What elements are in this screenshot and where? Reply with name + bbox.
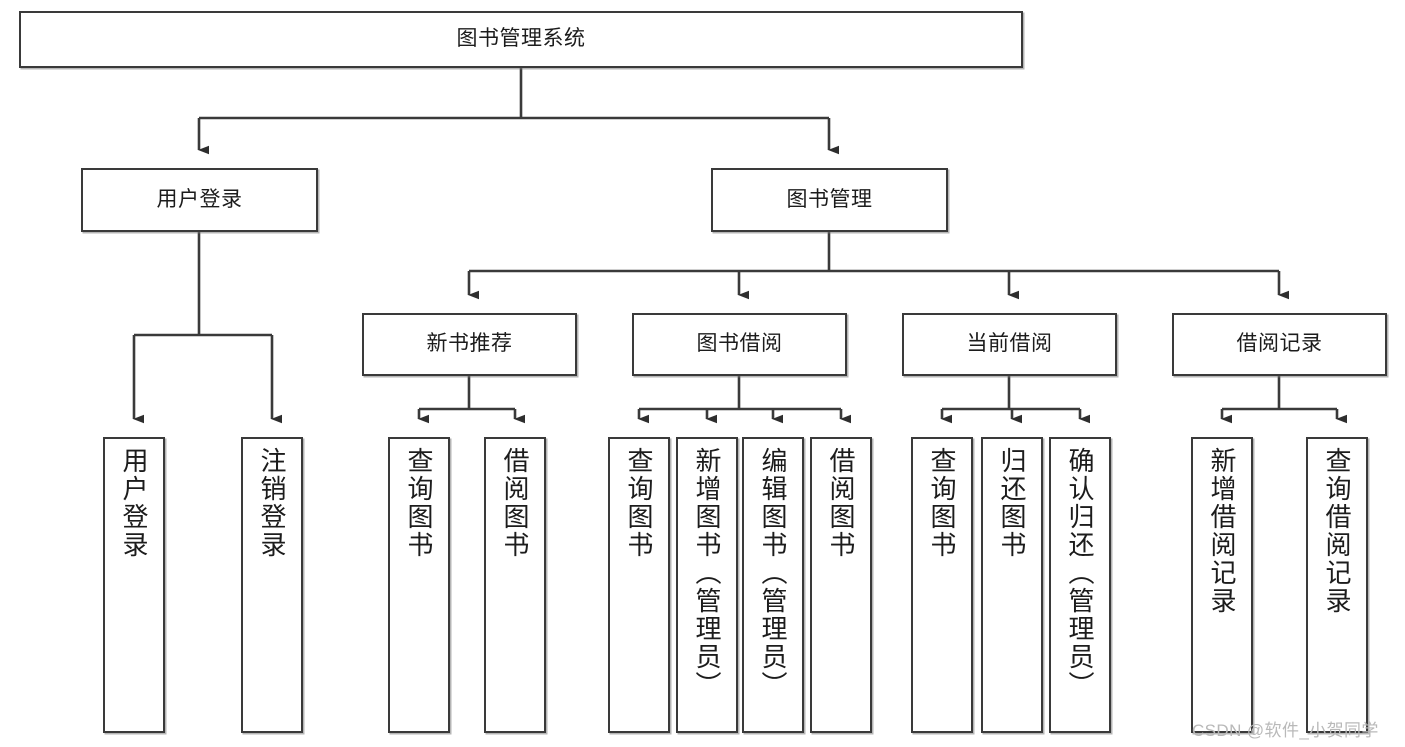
node-leaf-user-login-label: 用户登录 bbox=[119, 447, 149, 559]
node-book-borrow[interactable]: 图书借阅 bbox=[632, 313, 847, 376]
node-leaf-borrow-book-recommend-label: 借阅图书 bbox=[500, 447, 530, 559]
node-root[interactable]: 图书管理系统 bbox=[19, 11, 1023, 68]
node-new-book-recommend[interactable]: 新书推荐 bbox=[362, 313, 577, 376]
edge-current-borrow-children bbox=[940, 376, 1090, 424]
edge-root-trunk bbox=[197, 68, 839, 155]
edge-new-book-recommend-children bbox=[417, 376, 525, 424]
node-leaf-return-book-label: 归还图书 bbox=[997, 447, 1027, 559]
node-borrow-record-label: 借阅记录 bbox=[1236, 332, 1323, 356]
node-book-manage[interactable]: 图书管理 bbox=[711, 168, 948, 232]
node-leaf-borrow-book[interactable]: 借阅图书 bbox=[810, 437, 872, 733]
node-leaf-edit-book-label: 编辑图书（管理员） bbox=[758, 447, 788, 699]
node-user-login-label: 用户登录 bbox=[156, 187, 243, 211]
node-book-borrow-label: 图书借阅 bbox=[696, 332, 783, 356]
node-leaf-query-book-recommend-label: 查询图书 bbox=[404, 447, 434, 559]
node-leaf-query-book-current[interactable]: 查询图书 bbox=[911, 437, 973, 733]
node-leaf-query-book-borrow-label: 查询图书 bbox=[624, 447, 654, 559]
node-leaf-confirm-return[interactable]: 确认归还（管理员） bbox=[1049, 437, 1111, 733]
node-leaf-logout-label: 注销登录 bbox=[257, 447, 287, 559]
node-current-borrow-label: 当前借阅 bbox=[966, 332, 1053, 356]
node-book-manage-label: 图书管理 bbox=[786, 187, 873, 211]
node-leaf-confirm-return-label: 确认归还（管理员） bbox=[1065, 447, 1095, 699]
node-leaf-borrow-book-label: 借阅图书 bbox=[826, 447, 856, 559]
node-leaf-query-book-recommend[interactable]: 查询图书 bbox=[388, 437, 450, 733]
node-leaf-return-book[interactable]: 归还图书 bbox=[981, 437, 1043, 733]
node-leaf-user-login[interactable]: 用户登录 bbox=[103, 437, 165, 733]
node-leaf-query-borrow-record-label: 查询借阅记录 bbox=[1322, 447, 1352, 615]
edge-user-login-children bbox=[132, 232, 282, 424]
edge-borrow-record-children bbox=[1220, 376, 1347, 424]
node-leaf-borrow-book-recommend[interactable]: 借阅图书 bbox=[484, 437, 546, 733]
node-leaf-logout[interactable]: 注销登录 bbox=[241, 437, 303, 733]
edge-book-borrow-children bbox=[637, 376, 851, 424]
node-user-login[interactable]: 用户登录 bbox=[81, 168, 318, 232]
node-borrow-record[interactable]: 借阅记录 bbox=[1172, 313, 1387, 376]
node-leaf-add-borrow-record-label: 新增借阅记录 bbox=[1207, 447, 1237, 615]
edge-book-manage-children bbox=[467, 232, 1289, 300]
node-new-book-recommend-label: 新书推荐 bbox=[426, 332, 513, 356]
node-root-label: 图书管理系统 bbox=[456, 27, 586, 51]
node-leaf-query-book-current-label: 查询图书 bbox=[927, 447, 957, 559]
node-leaf-edit-book[interactable]: 编辑图书（管理员） bbox=[742, 437, 804, 733]
node-leaf-add-book-label: 新增图书（管理员） bbox=[692, 447, 722, 699]
node-leaf-query-book-borrow[interactable]: 查询图书 bbox=[608, 437, 670, 733]
node-leaf-query-borrow-record[interactable]: 查询借阅记录 bbox=[1306, 437, 1368, 733]
node-leaf-add-book[interactable]: 新增图书（管理员） bbox=[676, 437, 738, 733]
csdn-watermark: CSDN @软件_小贺同学 bbox=[1192, 721, 1379, 740]
node-current-borrow[interactable]: 当前借阅 bbox=[902, 313, 1117, 376]
node-leaf-add-borrow-record[interactable]: 新增借阅记录 bbox=[1191, 437, 1253, 733]
